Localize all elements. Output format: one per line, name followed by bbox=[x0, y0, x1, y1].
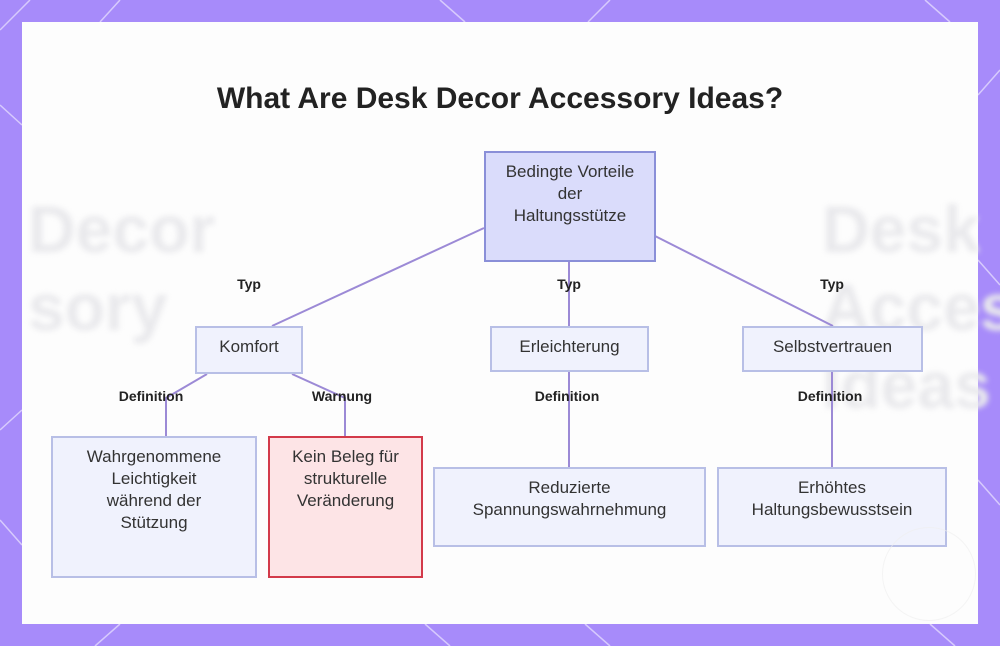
node-erleichterung-label: Erleichterung bbox=[519, 337, 620, 356]
edge-label-definition-mid: Definition bbox=[534, 388, 600, 404]
edge-root-selbstvertrauen bbox=[654, 235, 834, 327]
background-text-right: Desk Acces Ideas bbox=[822, 192, 1000, 422]
node-kein-beleg[interactable]: Kein Beleg für strukturelle Veränderung bbox=[268, 436, 423, 578]
node-erleichterung[interactable]: Erleichterung bbox=[490, 326, 649, 372]
node-erhoehtes-label: Erhöhtes Haltungsbewusstsein bbox=[751, 478, 913, 519]
diagram-card: Decor sory Desk Acces Ideas What Are Des… bbox=[22, 22, 1000, 624]
edge-komfort-wahrgenommene bbox=[165, 373, 208, 436]
node-wahrgenommene-label: Wahrgenommene Leichtigkeit während der S… bbox=[86, 447, 222, 532]
edge-label-definition-left: Definition bbox=[118, 388, 184, 404]
edge-label-typ-right: Typ bbox=[820, 276, 844, 292]
watermark-logo bbox=[882, 527, 976, 621]
edge-label-typ-left: Typ bbox=[237, 276, 261, 292]
edge-label-definition-right: Definition bbox=[797, 388, 863, 404]
edge-label-typ-mid: Typ bbox=[557, 276, 581, 292]
node-komfort-label: Komfort bbox=[219, 337, 279, 356]
node-root[interactable]: Bedingte Vorteile der Haltungsstütze bbox=[484, 151, 656, 262]
background-text-left: Decor sory bbox=[28, 192, 216, 344]
node-reduzierte-label: Reduzierte Spannungswahrnehmung bbox=[472, 478, 667, 519]
node-komfort[interactable]: Komfort bbox=[195, 326, 303, 374]
edge-komfort-kein-beleg bbox=[291, 373, 346, 436]
edge-label-warnung: Warnung bbox=[311, 388, 373, 404]
node-reduzierte[interactable]: Reduzierte Spannungswahrnehmung bbox=[433, 467, 706, 547]
edge-root-komfort bbox=[271, 227, 485, 327]
node-selbstvertrauen-label: Selbstvertrauen bbox=[772, 337, 893, 356]
node-wahrgenommene[interactable]: Wahrgenommene Leichtigkeit während der S… bbox=[51, 436, 257, 578]
node-selbstvertrauen[interactable]: Selbstvertrauen bbox=[742, 326, 923, 372]
node-kein-beleg-label: Kein Beleg für strukturelle Veränderung bbox=[292, 447, 399, 510]
diagram-title: What Are Desk Decor Accessory Ideas? bbox=[216, 82, 784, 115]
node-root-label: Bedingte Vorteile der Haltungsstütze bbox=[505, 162, 635, 225]
diagram-edges bbox=[165, 227, 834, 467]
